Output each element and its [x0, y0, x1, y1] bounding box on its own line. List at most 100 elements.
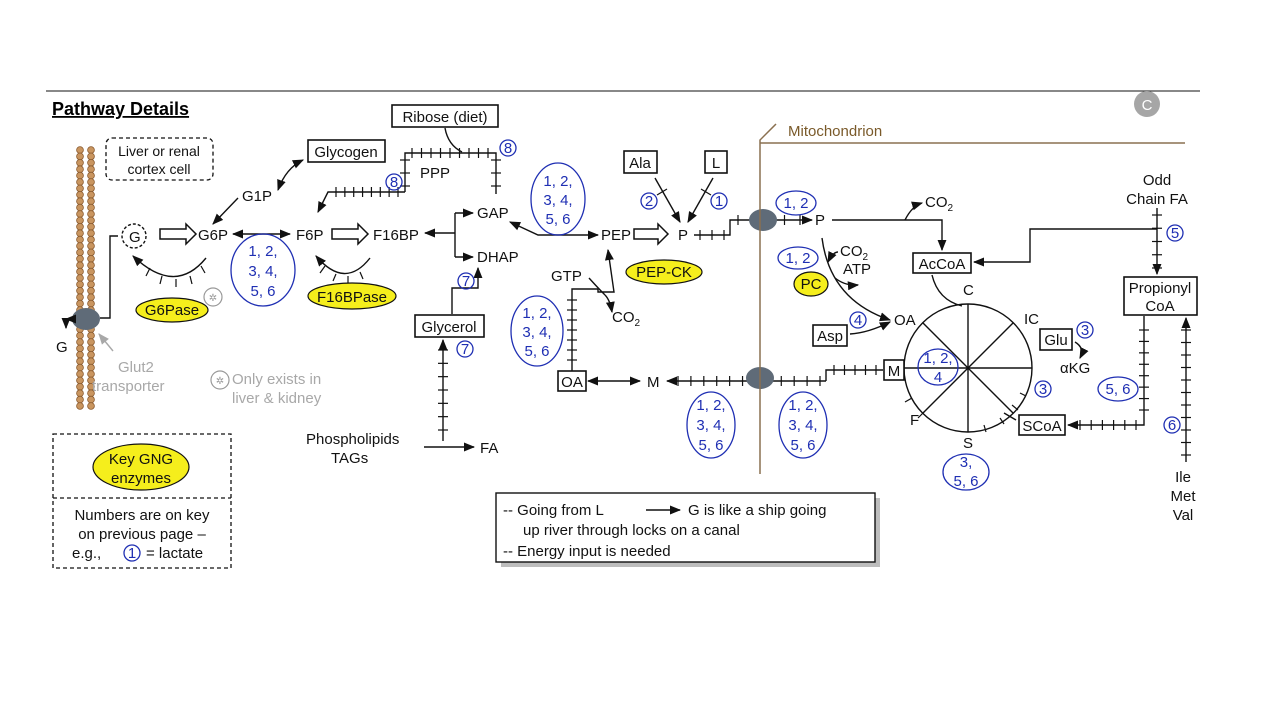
glucose-export-line [100, 235, 118, 319]
arrow-g-to-g6p [159, 222, 198, 246]
enzyme-pepck [625, 259, 703, 285]
note-line2: liver & kidney [232, 390, 322, 407]
glycerol-box [414, 314, 485, 338]
label-oa: OA [561, 374, 583, 391]
mito-transporter-icon [749, 209, 777, 231]
enzyme-f16bpase-label: F16BPase [317, 289, 387, 306]
number-badge: 2 [640, 192, 658, 210]
numbers-text: 1, 2, [543, 173, 572, 190]
number-badge: 5 [1166, 224, 1184, 242]
number-badge: 8 [385, 173, 403, 191]
label-gap: GAP [477, 205, 509, 222]
numbers-text: 1, 2, [248, 243, 277, 260]
numbers-text: 5, 6 [250, 283, 275, 300]
enzyme-g6pase-label: G6Pase [145, 302, 199, 319]
oa-box [557, 370, 587, 392]
label-f6p: F6P [296, 227, 324, 244]
numbers-text: 1, 2, [923, 350, 952, 367]
enzyme-f16bpase [307, 282, 397, 310]
glucose-gear-icon [121, 223, 147, 249]
arrow-f6p-to-f16bp [331, 222, 370, 246]
label-oa-mito: OA [894, 312, 916, 329]
numbers-text: 3, 4, [788, 417, 817, 434]
numbers-text: 4 [934, 369, 942, 386]
numbers-text: 1, 2, [522, 305, 551, 322]
label-l: L [712, 155, 720, 172]
section-badge[interactable]: C [1134, 91, 1160, 117]
scoa-ticks [1079, 329, 1149, 430]
svg-text:6: 6 [1168, 417, 1176, 434]
label-propionyl: Propionyl [1129, 280, 1192, 297]
legend-note-eg: e.g., [72, 545, 101, 562]
svg-text:1: 1 [128, 545, 136, 562]
svg-text:✲: ✲ [209, 293, 217, 304]
legend-enzyme-key [92, 443, 190, 491]
ile-ticks [1181, 329, 1191, 456]
glu-box [1039, 328, 1073, 351]
cell-type-line1: Liver or renal [118, 143, 200, 159]
numbers-oval [775, 190, 817, 216]
label-ribose: Ribose (diet) [402, 109, 487, 126]
label-p-mito: P [815, 212, 825, 229]
label-m-mito: M [888, 363, 901, 380]
enzyme-pc-label: PC [801, 276, 822, 293]
star-icon: ✲ [203, 287, 223, 307]
label-p: P [678, 227, 688, 244]
number-badge: 6 [1163, 416, 1181, 434]
label-mitochondrion: Mitochondrion [788, 123, 882, 140]
svg-text:2: 2 [645, 193, 653, 210]
numbers-text: 3, 4, [543, 192, 572, 209]
numbers-text: 5, 6 [698, 437, 723, 454]
svg-text:5: 5 [1171, 225, 1179, 242]
numbers-text: 5, 6 [953, 473, 978, 490]
arrow-pep-to-p [633, 222, 670, 246]
label-asp: Asp [817, 328, 843, 345]
mitochondrion-boundary [759, 123, 1185, 474]
label-ala: Ala [629, 155, 651, 172]
legend-note-lactate: = lactate [146, 545, 203, 562]
label-c: C [963, 282, 974, 299]
label-odd: Odd [1143, 172, 1171, 189]
label-ic: IC [1024, 311, 1039, 328]
lactate-box [704, 150, 728, 174]
enzyme-pc [793, 271, 829, 297]
label-ile: Ile [1175, 469, 1191, 486]
numbers-text: 3, 4, [522, 324, 551, 341]
tca-cycle [903, 303, 1033, 433]
cell-type-line2: cortex cell [127, 161, 190, 177]
f16bpase-curve [315, 255, 371, 275]
numbers-oval [686, 391, 736, 459]
label-co2-mito: CO2 [925, 194, 954, 214]
propionyl-coa-box [1123, 276, 1198, 316]
label-glycogen: Glycogen [314, 144, 377, 161]
number-badge: 1 [710, 192, 728, 210]
pepck-ticks [567, 299, 577, 361]
label-g1p: G1P [242, 188, 272, 205]
tca-ticks [904, 392, 1027, 433]
svg-text:3: 3 [1039, 381, 1047, 398]
svg-text:4: 4 [854, 312, 862, 329]
enzyme-g6pase [135, 297, 209, 323]
svg-text:7: 7 [462, 273, 470, 290]
label-m: M [647, 374, 660, 391]
numbers-oval [778, 391, 828, 459]
f16bpase-ticks [319, 265, 364, 284]
transporter-label-1: Glut2 [118, 359, 154, 376]
numbers-oval [530, 162, 586, 236]
numbers-oval [917, 348, 959, 386]
glycerol-ticks [438, 349, 448, 431]
accoa-box [912, 252, 972, 274]
numbers-text: 5, 6 [790, 437, 815, 454]
numbers-text: 1, 2 [783, 195, 808, 212]
numbers-oval [510, 295, 564, 367]
label-pep: PEP [601, 227, 631, 244]
ribose-box [391, 104, 499, 128]
page-title: Pathway Details [52, 99, 189, 119]
numbers-text: 3, [960, 454, 973, 471]
svg-text:8: 8 [390, 174, 398, 191]
numbers-text: 3, 4, [248, 263, 277, 280]
svg-text:1: 1 [715, 193, 723, 210]
label-atp: ATP [843, 261, 871, 278]
asp-box [812, 324, 848, 347]
